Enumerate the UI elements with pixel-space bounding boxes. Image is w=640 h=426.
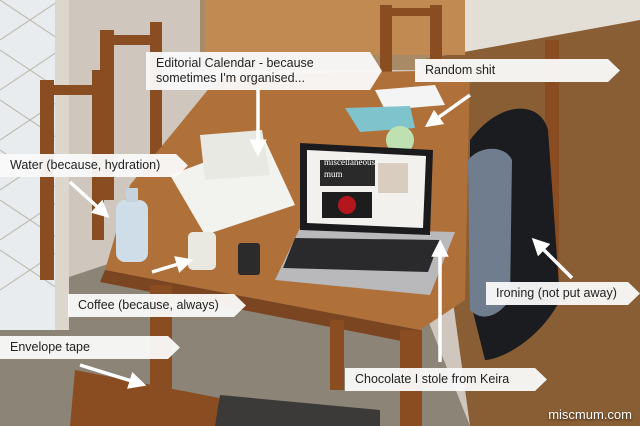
laptop-screen-title-line1: miscellaneous: [324, 157, 375, 167]
watermark: miscmum.com: [548, 407, 632, 422]
label-chocolate: Chocolate I stole from Keira: [345, 368, 547, 391]
label-random: Random shit: [415, 59, 620, 82]
label-envelope-tape: Envelope tape: [0, 336, 180, 359]
laptop-screen-title-line2: mum: [324, 169, 343, 179]
label-coffee: Coffee (because, always): [68, 294, 246, 317]
label-editorial-calendar: Editorial Calendar - because sometimes I…: [146, 52, 382, 90]
label-water: Water (because, hydration): [0, 154, 188, 177]
label-ironing: Ironing (not put away): [486, 282, 640, 305]
